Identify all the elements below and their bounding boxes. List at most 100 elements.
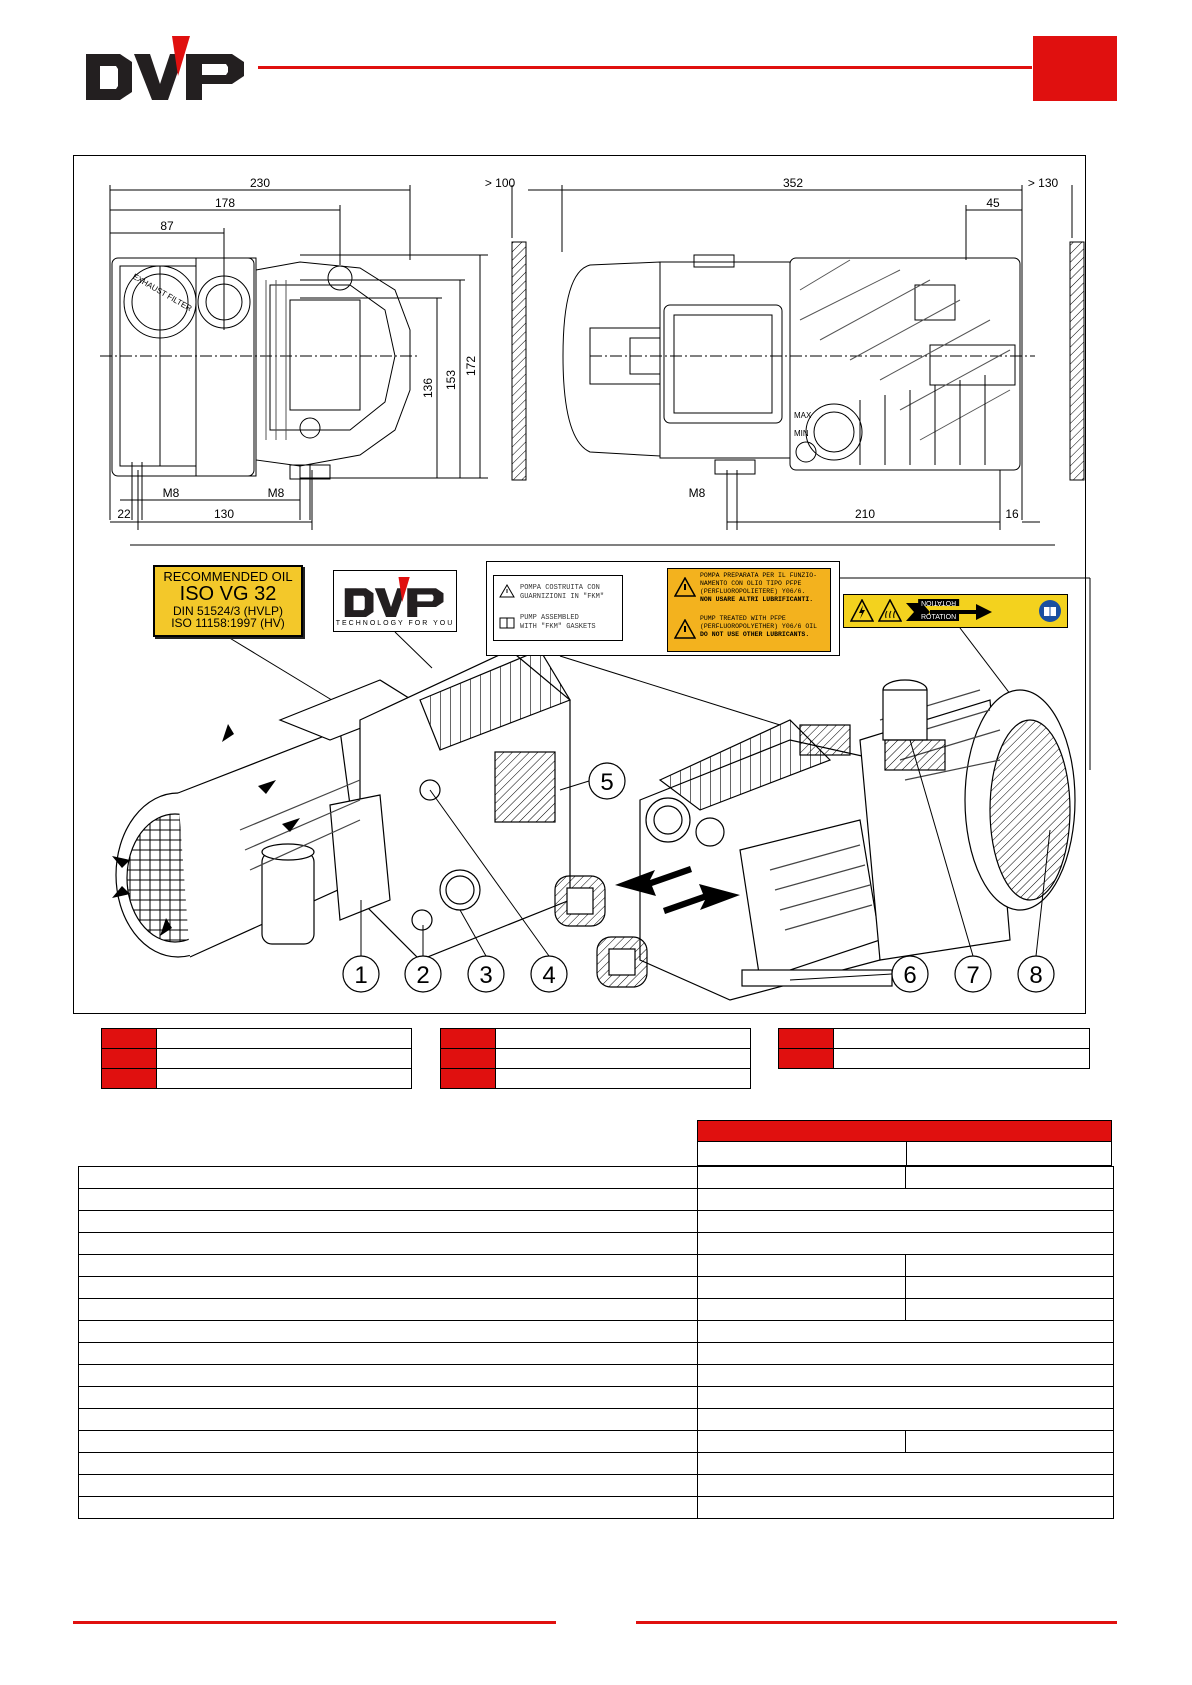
legend-description-cell — [156, 1068, 412, 1089]
spec-value-cell — [697, 1452, 1114, 1475]
table-row — [78, 1320, 1114, 1343]
footer-rule-right — [636, 1621, 1117, 1624]
spec-column-1-header — [698, 1142, 907, 1165]
spec-name-cell — [78, 1298, 698, 1321]
spec-value-cell — [905, 1276, 1114, 1299]
legend-table-1 — [101, 1028, 412, 1089]
rotation-label: ROTATION ROTATION — [843, 594, 1068, 628]
spec-value-cell — [697, 1408, 1114, 1431]
spec-name-cell — [78, 1166, 698, 1189]
fkm-en-line2: WITH "FKM" GASKETS — [520, 623, 596, 631]
brand-logo-icon — [344, 577, 444, 617]
spec-name-cell — [78, 1320, 698, 1343]
legend-number-cell — [101, 1048, 157, 1069]
spec-table-header — [697, 1120, 1112, 1142]
fkm-it-line2: GUARNIZIONI IN "FKM" — [520, 593, 605, 601]
table-row — [78, 1298, 1114, 1321]
pfpe-en-line2: (PERFLUOROPOLYETHER) Y06/6 OIL — [700, 623, 818, 630]
gasket-labels-group: POMPA COSTRUITA CON GUARNIZIONI IN "FKM"… — [486, 561, 840, 656]
pfpe-it-line1: POMPA PREPARATA PER IL FUNZIO- — [700, 572, 818, 579]
legend-row — [778, 1048, 1090, 1069]
legend-number-cell — [440, 1068, 496, 1089]
spec-name-cell — [78, 1386, 698, 1409]
pfpe-it-line4: NON USARE ALTRI LUBRIFICANTI. — [700, 596, 814, 603]
header-rule — [258, 66, 1032, 69]
warning-icon — [674, 619, 696, 639]
spec-table-subheader — [697, 1142, 1112, 1166]
legend-table-3 — [778, 1028, 1090, 1069]
table-row — [78, 1364, 1114, 1387]
legend-number-cell — [440, 1048, 496, 1069]
table-row — [78, 1254, 1114, 1277]
pfpe-en-line1: PUMP TREATED WITH PFPE — [700, 615, 786, 622]
legend-number-cell — [101, 1068, 157, 1089]
oil-label-line1: RECOMMENDED OIL — [163, 569, 293, 584]
spec-value-cell — [905, 1430, 1114, 1453]
spec-value-cell — [697, 1188, 1114, 1211]
recommended-oil-label: RECOMMENDED OIL ISO VG 32 DIN 51524/3 (H… — [153, 565, 303, 637]
legend-row — [440, 1028, 751, 1049]
legend-description-cell — [495, 1028, 751, 1049]
electric-hazard-icon — [850, 599, 874, 622]
spec-value-cell — [905, 1166, 1114, 1189]
spec-value-cell — [697, 1386, 1114, 1409]
spec-value-cell — [697, 1320, 1114, 1343]
table-row — [78, 1408, 1114, 1431]
spec-table — [78, 1166, 1114, 1519]
rotation-text-flipped: ROTATION — [918, 599, 960, 606]
brand-label: TECHNOLOGY FOR YOU — [333, 570, 457, 632]
table-row — [78, 1474, 1114, 1497]
legend-row — [101, 1048, 412, 1069]
spec-name-cell — [78, 1232, 698, 1255]
warning-icon — [499, 584, 515, 598]
spec-name-cell — [78, 1496, 698, 1519]
legend-description-cell — [833, 1048, 1090, 1069]
spec-name-cell — [78, 1364, 698, 1387]
technical-drawing-frame — [73, 155, 1086, 1014]
pfpe-it-line2: NAMENTO CON OLIO TIPO PFPE — [700, 580, 802, 587]
legend-number-cell — [101, 1028, 157, 1049]
legend-row — [778, 1028, 1090, 1049]
legend-description-cell — [833, 1028, 1090, 1049]
table-row — [78, 1342, 1114, 1365]
fkm-it-line1: POMPA COSTRUITA CON — [520, 584, 600, 592]
warning-icon — [674, 577, 696, 597]
manual-book-icon — [499, 617, 515, 629]
legend-number-cell — [778, 1048, 834, 1069]
dvp-logo — [86, 36, 250, 100]
spec-name-cell — [78, 1342, 698, 1365]
spec-name-cell — [78, 1254, 698, 1277]
fkm-gasket-label: POMPA COSTRUITA CON GUARNIZIONI IN "FKM"… — [493, 575, 623, 641]
spec-value-cell — [697, 1254, 906, 1277]
spec-name-cell — [78, 1210, 698, 1233]
spec-value-cell — [697, 1342, 1114, 1365]
legend-description-cell — [495, 1048, 751, 1069]
oil-label-line2: ISO VG 32 — [179, 582, 277, 605]
spec-value-cell — [697, 1298, 906, 1321]
legend-description-cell — [495, 1068, 751, 1089]
spec-name-cell — [78, 1408, 698, 1431]
spec-value-cell — [697, 1364, 1114, 1387]
spec-name-cell — [78, 1474, 698, 1497]
pfpe-it-line3: (PERFLUOROPOLIETERE) Y06/6. — [700, 588, 806, 595]
header-red-box — [1033, 36, 1117, 101]
spec-value-cell — [697, 1232, 1114, 1255]
spec-name-cell — [78, 1452, 698, 1475]
legend-row — [101, 1028, 412, 1049]
legend-row — [440, 1068, 751, 1089]
spec-value-cell — [697, 1276, 906, 1299]
brand-tagline: TECHNOLOGY FOR YOU — [335, 620, 455, 627]
hot-surface-icon — [878, 599, 902, 622]
rotation-text: ROTATION — [918, 614, 960, 621]
table-row — [78, 1188, 1114, 1211]
footer-rule-left — [73, 1621, 556, 1624]
oil-label-line3: DIN 51524/3 (HVLP) — [172, 603, 284, 618]
spec-name-cell — [78, 1430, 698, 1453]
pfpe-oil-label: POMPA PREPARATA PER IL FUNZIO- NAMENTO C… — [667, 568, 831, 652]
oil-label-line4: ISO 11158:1997 (HV) — [171, 616, 285, 631]
spec-value-cell — [697, 1430, 906, 1453]
spec-value-cell — [697, 1210, 1114, 1233]
table-row — [78, 1210, 1114, 1233]
legend-row — [101, 1068, 412, 1089]
table-row — [78, 1496, 1114, 1519]
